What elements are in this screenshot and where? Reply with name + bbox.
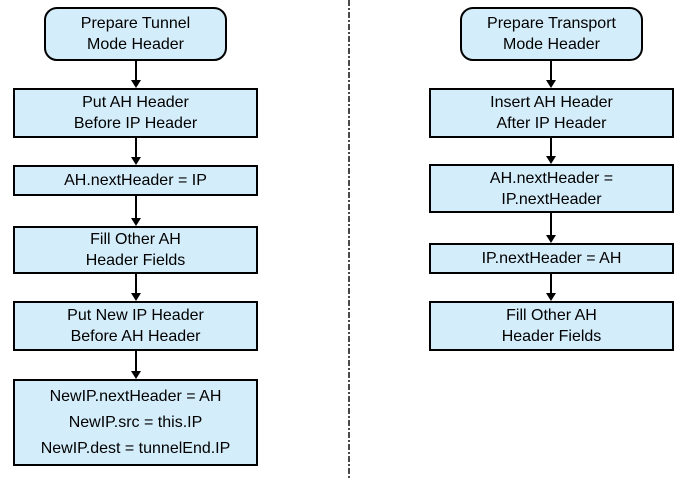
arrow-shaft	[135, 351, 137, 374]
arrow-shaft	[135, 61, 137, 83]
arrow-shaft	[135, 274, 137, 296]
arrow-shaft	[135, 196, 137, 221]
flow-arrow	[546, 274, 556, 301]
step-newip-field-assignments: NewIP.nextHeader = AH NewIP.src = this.I…	[13, 379, 258, 466]
flow-arrow	[546, 61, 556, 88]
flow-arrow	[131, 196, 141, 226]
start-node-prepare-tunnel-mode-header: Prepare Tunnel Mode Header	[44, 7, 227, 61]
flow-arrow	[131, 61, 141, 88]
arrow-shaft	[135, 138, 137, 160]
step-put-ah-header-before-ip-header: Put AH Header Before IP Header	[13, 88, 258, 138]
arrow-head-icon	[546, 156, 556, 164]
arrow-head-icon	[546, 80, 556, 88]
arrow-shaft	[550, 138, 552, 159]
arrow-head-icon	[131, 80, 141, 88]
arrow-head-icon	[131, 371, 141, 379]
flow-arrow	[131, 351, 141, 379]
step-ip-nextheader-equals-ah: IP.nextHeader = AH	[429, 243, 674, 274]
arrow-shaft	[550, 274, 552, 296]
arrow-head-icon	[131, 157, 141, 165]
divider-dashed-line	[348, 0, 350, 479]
arrow-head-icon	[546, 293, 556, 301]
step-insert-ah-header-after-ip-header: Insert AH Header After IP Header	[429, 88, 674, 138]
flow-arrow	[546, 213, 556, 243]
flow-arrow	[546, 138, 556, 164]
arrow-head-icon	[131, 293, 141, 301]
step-ah-nextheader-equals-ip-nextheader: AH.nextHeader = IP.nextHeader	[429, 164, 674, 213]
flow-arrow	[131, 274, 141, 301]
flow-arrow	[131, 138, 141, 165]
step-fill-other-ah-header-fields-tunnel: Fill Other AH Header Fields	[13, 226, 258, 274]
start-node-prepare-transport-mode-header: Prepare Transport Mode Header	[460, 7, 643, 61]
arrow-shaft	[550, 213, 552, 238]
step-put-new-ip-header-before-ah-header: Put New IP Header Before AH Header	[13, 301, 258, 351]
arrow-shaft	[550, 61, 552, 83]
step-fill-other-ah-header-fields-transport: Fill Other AH Header Fields	[429, 301, 674, 351]
arrow-head-icon	[546, 235, 556, 243]
arrow-head-icon	[131, 218, 141, 226]
step-ah-nextheader-equals-ip: AH.nextHeader = IP	[13, 165, 258, 196]
